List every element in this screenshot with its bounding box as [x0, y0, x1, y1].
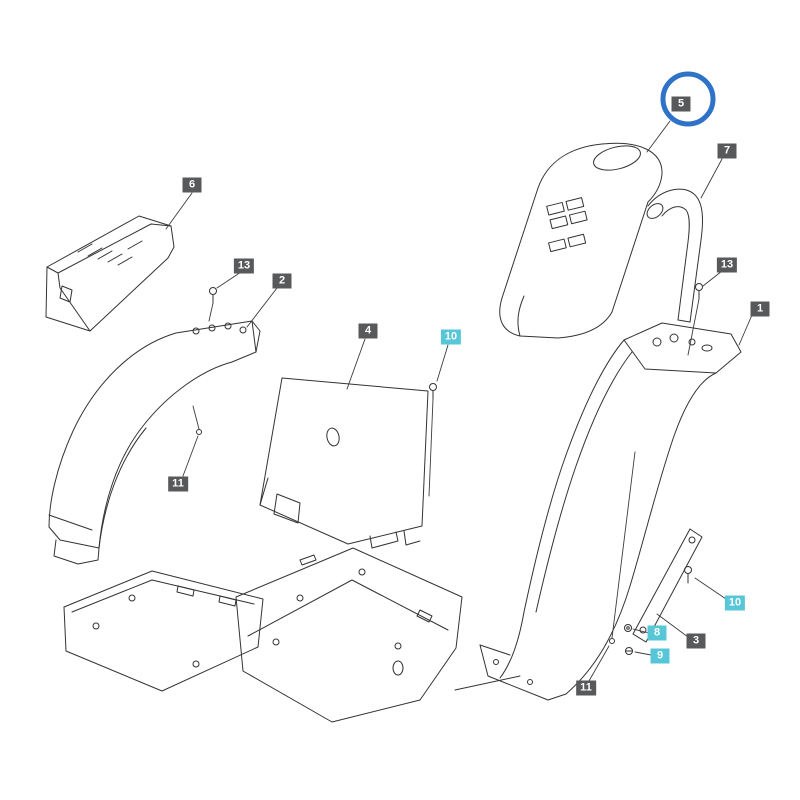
- part-label-6-0[interactable]: 6: [182, 177, 202, 193]
- highlight-circle: [660, 71, 716, 127]
- part-label-13-8[interactable]: 13: [716, 257, 738, 273]
- center-panel-drawing: [259, 377, 429, 549]
- hardware-drawing: [196, 283, 703, 655]
- left-fender-drawing: [48, 320, 261, 565]
- part-label-13-1[interactable]: 13: [233, 258, 255, 274]
- right-fender-drawing: [479, 322, 742, 701]
- leader-lines: [165, 120, 753, 682]
- part-label-2-2[interactable]: 2: [272, 273, 292, 289]
- part-label-9-13[interactable]: 9: [650, 648, 670, 664]
- floor-plates-drawing: [63, 547, 521, 723]
- part-label-8-11[interactable]: 8: [647, 625, 667, 641]
- part-label-5-6[interactable]: 5: [671, 96, 691, 112]
- part-label-10-4[interactable]: 10: [440, 329, 462, 345]
- support-bracket-drawing: [632, 528, 703, 643]
- grab-handle-drawing: [646, 188, 703, 323]
- part-label-7-7[interactable]: 7: [717, 143, 737, 159]
- part-label-3-12[interactable]: 3: [686, 633, 706, 649]
- part-label-10-10[interactable]: 10: [724, 595, 746, 611]
- part-label-11-5[interactable]: 11: [168, 476, 188, 492]
- console-cover-drawing: [45, 215, 175, 332]
- seat-cover-drawing: [499, 142, 663, 339]
- part-label-4-3[interactable]: 4: [358, 323, 378, 339]
- part-label-1-9[interactable]: 1: [750, 301, 770, 317]
- part-label-11-14[interactable]: 11: [576, 680, 596, 696]
